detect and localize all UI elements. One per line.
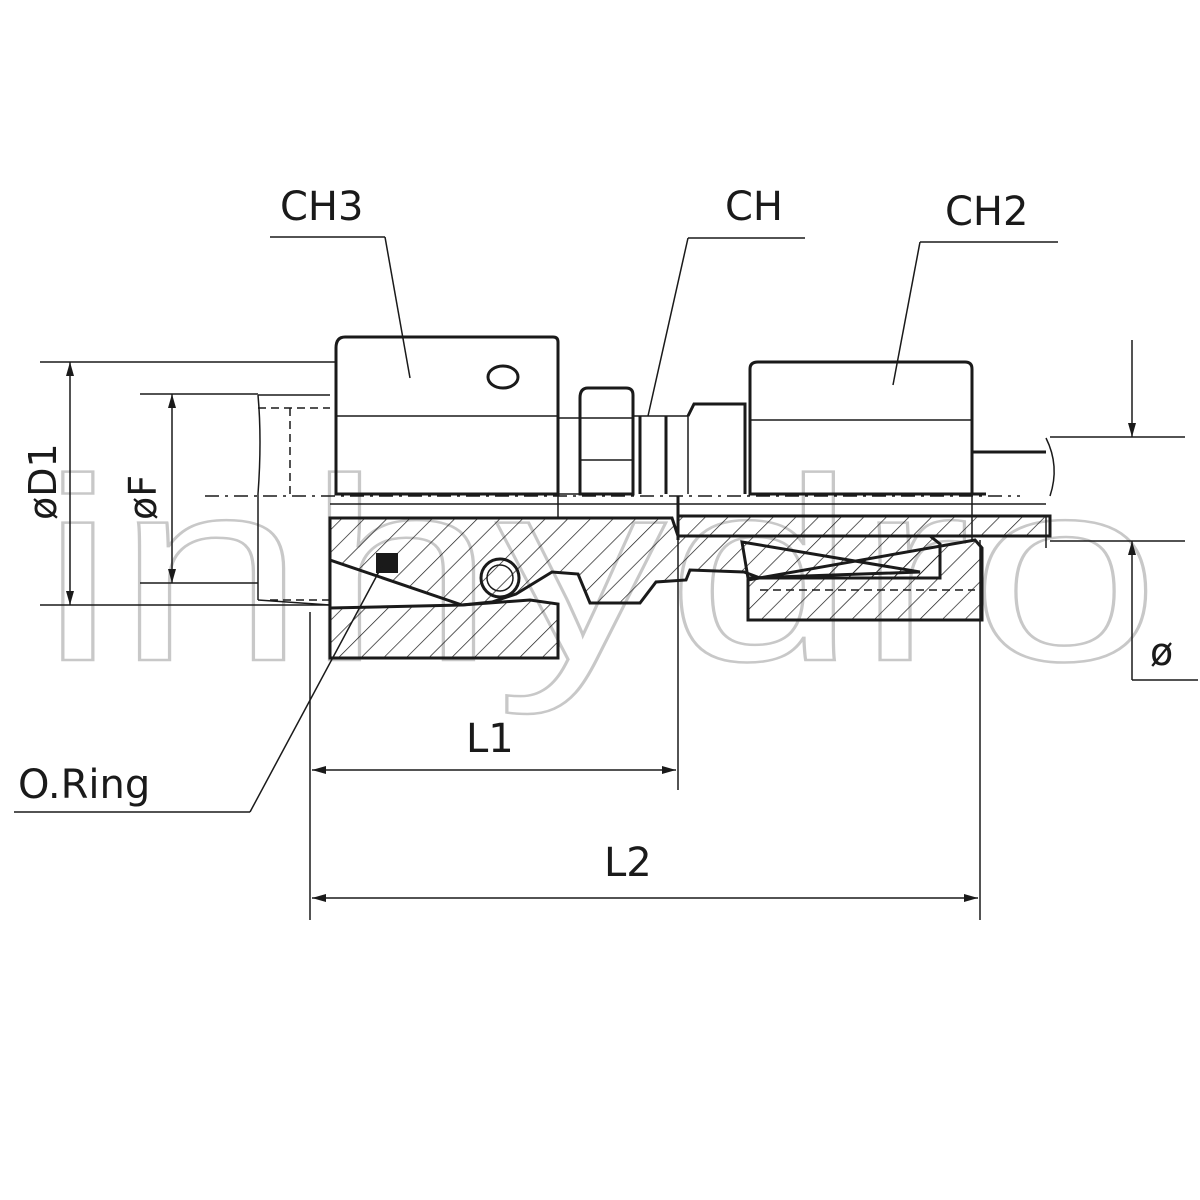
- label-tube-d: ø: [1150, 630, 1173, 674]
- label-ch3: CH3: [280, 184, 363, 230]
- threaded-neck: [686, 402, 747, 494]
- label-d1: øD1: [21, 443, 65, 520]
- dimension-l1: L1: [309, 540, 679, 920]
- callout-ch2: CH2: [892, 189, 1058, 386]
- label-ch2: CH2: [945, 189, 1028, 235]
- label-oring: O.Ring: [18, 762, 150, 808]
- callout-ch3: CH3: [270, 184, 411, 379]
- dimension-tube-d: ø: [1050, 340, 1198, 681]
- hex-ch: [558, 386, 688, 496]
- dimension-l2: L2: [312, 540, 981, 920]
- label-l2: L2: [604, 840, 652, 886]
- label-f: øF: [121, 475, 165, 520]
- section-view: [328, 494, 1052, 660]
- callout-ch: CH: [647, 184, 805, 417]
- label-l1: L1: [466, 716, 514, 762]
- dimension-d1: øD1: [21, 361, 336, 606]
- dimension-f: øF: [121, 393, 258, 584]
- label-ch: CH: [725, 184, 783, 230]
- callout-oring: O.Ring: [14, 565, 383, 813]
